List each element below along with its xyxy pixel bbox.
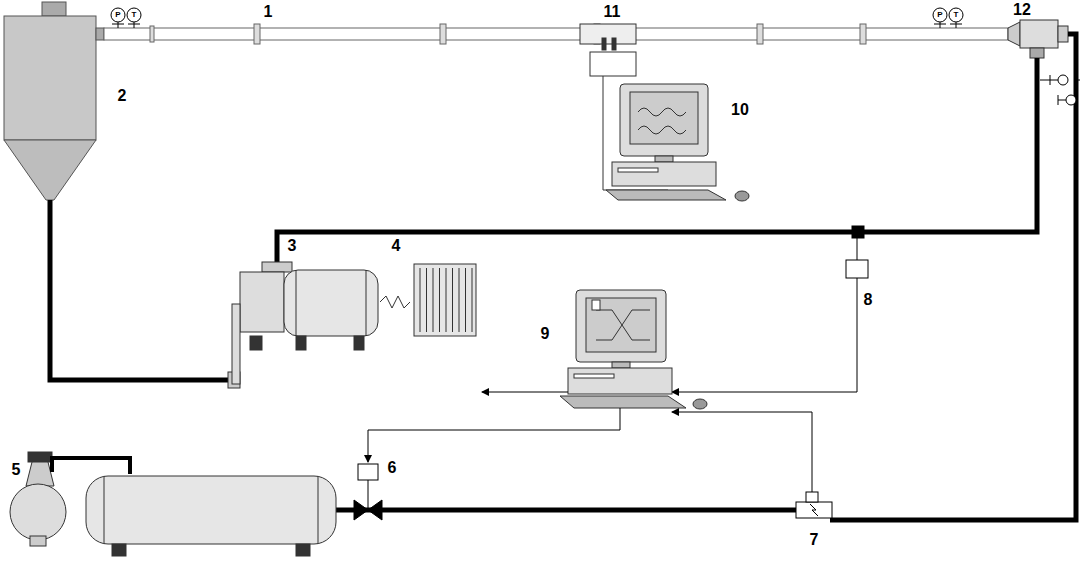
callout-number: 12 [1013,2,1031,18]
cooling-fin [472,268,473,332]
cooling-fin [433,268,434,332]
gauge-letter: T [132,11,137,19]
callout-number: 10 [731,102,749,118]
cooling-fin [426,268,427,332]
gauge-letter: P [937,11,942,19]
cooling-fin [446,268,447,332]
cooling-fin [439,268,440,332]
callout-number: 4 [392,238,401,254]
callout-number: 1 [264,4,273,20]
callout-number: 2 [118,88,127,104]
callout-number: 9 [541,326,550,342]
callout-number: 11 [604,4,621,20]
callout-number: 3 [288,238,297,254]
callout-number: 5 [12,462,21,478]
callout-number: 7 [810,532,819,548]
callout-number: 6 [388,460,397,476]
gauge-letter: P [115,11,120,19]
cooling-fin [452,268,453,332]
cooling-fin [459,268,460,332]
gauge-letter: T [954,11,959,19]
callout-number: 8 [864,292,873,308]
cooling-fin [420,268,421,332]
cooling-fin [465,268,466,332]
